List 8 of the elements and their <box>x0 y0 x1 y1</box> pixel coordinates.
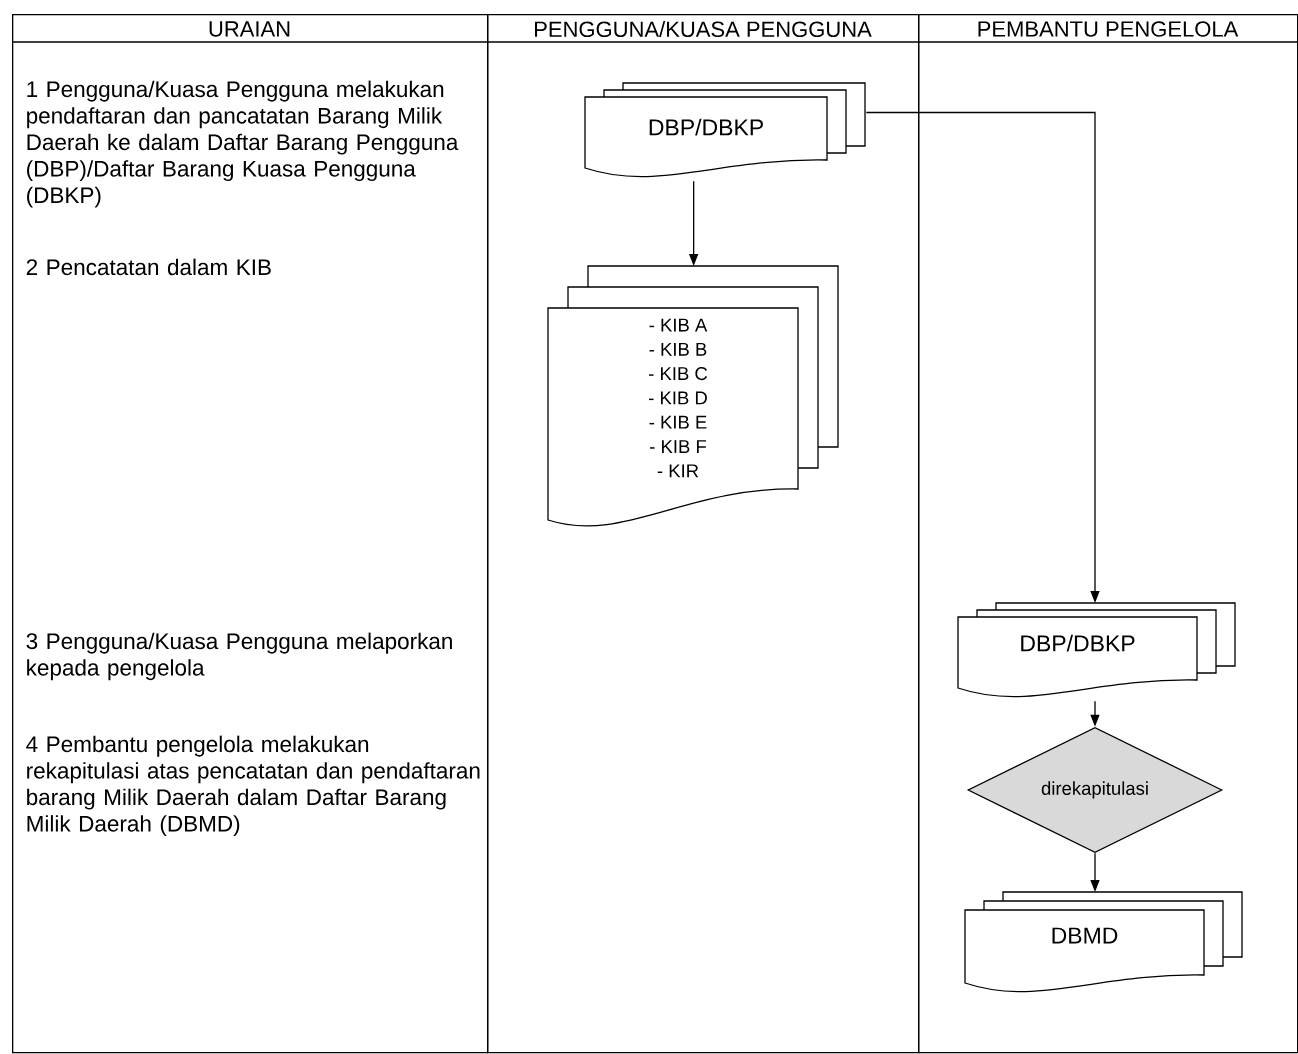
step-text: 3 Pengguna/Kuasa Pengguna melaporkan kepada pengelola <box>26 632 452 681</box>
document-stack: DBMD <box>964 891 1243 993</box>
document-stack: DBP/DBKP <box>957 602 1236 698</box>
document-stack: - KIB A - KIB B - KIB C - KIB D - KIB E - KIB F - KIR <box>547 265 839 527</box>
step-text: 2 Pencatatan dalam KIB <box>26 258 271 276</box>
document-stack: DBP/DBKP <box>584 82 866 178</box>
step-text: 4 Pembantu pengelola melakukan rekapitulasi atas pencatatan dan pendaftaran barang Milik Daerah dalam Daftar Barang Milik Daerah (DBMD) <box>26 735 480 837</box>
step-text: 1 Pengguna/Kuasa Pengguna melakukan pendaftaran dan pancatatan Barang Milik Daerah ke dalam Daftar Barang Pengguna (DBP)/Daftar Barang Kuasa Pengguna (DBKP) <box>27 80 459 208</box>
